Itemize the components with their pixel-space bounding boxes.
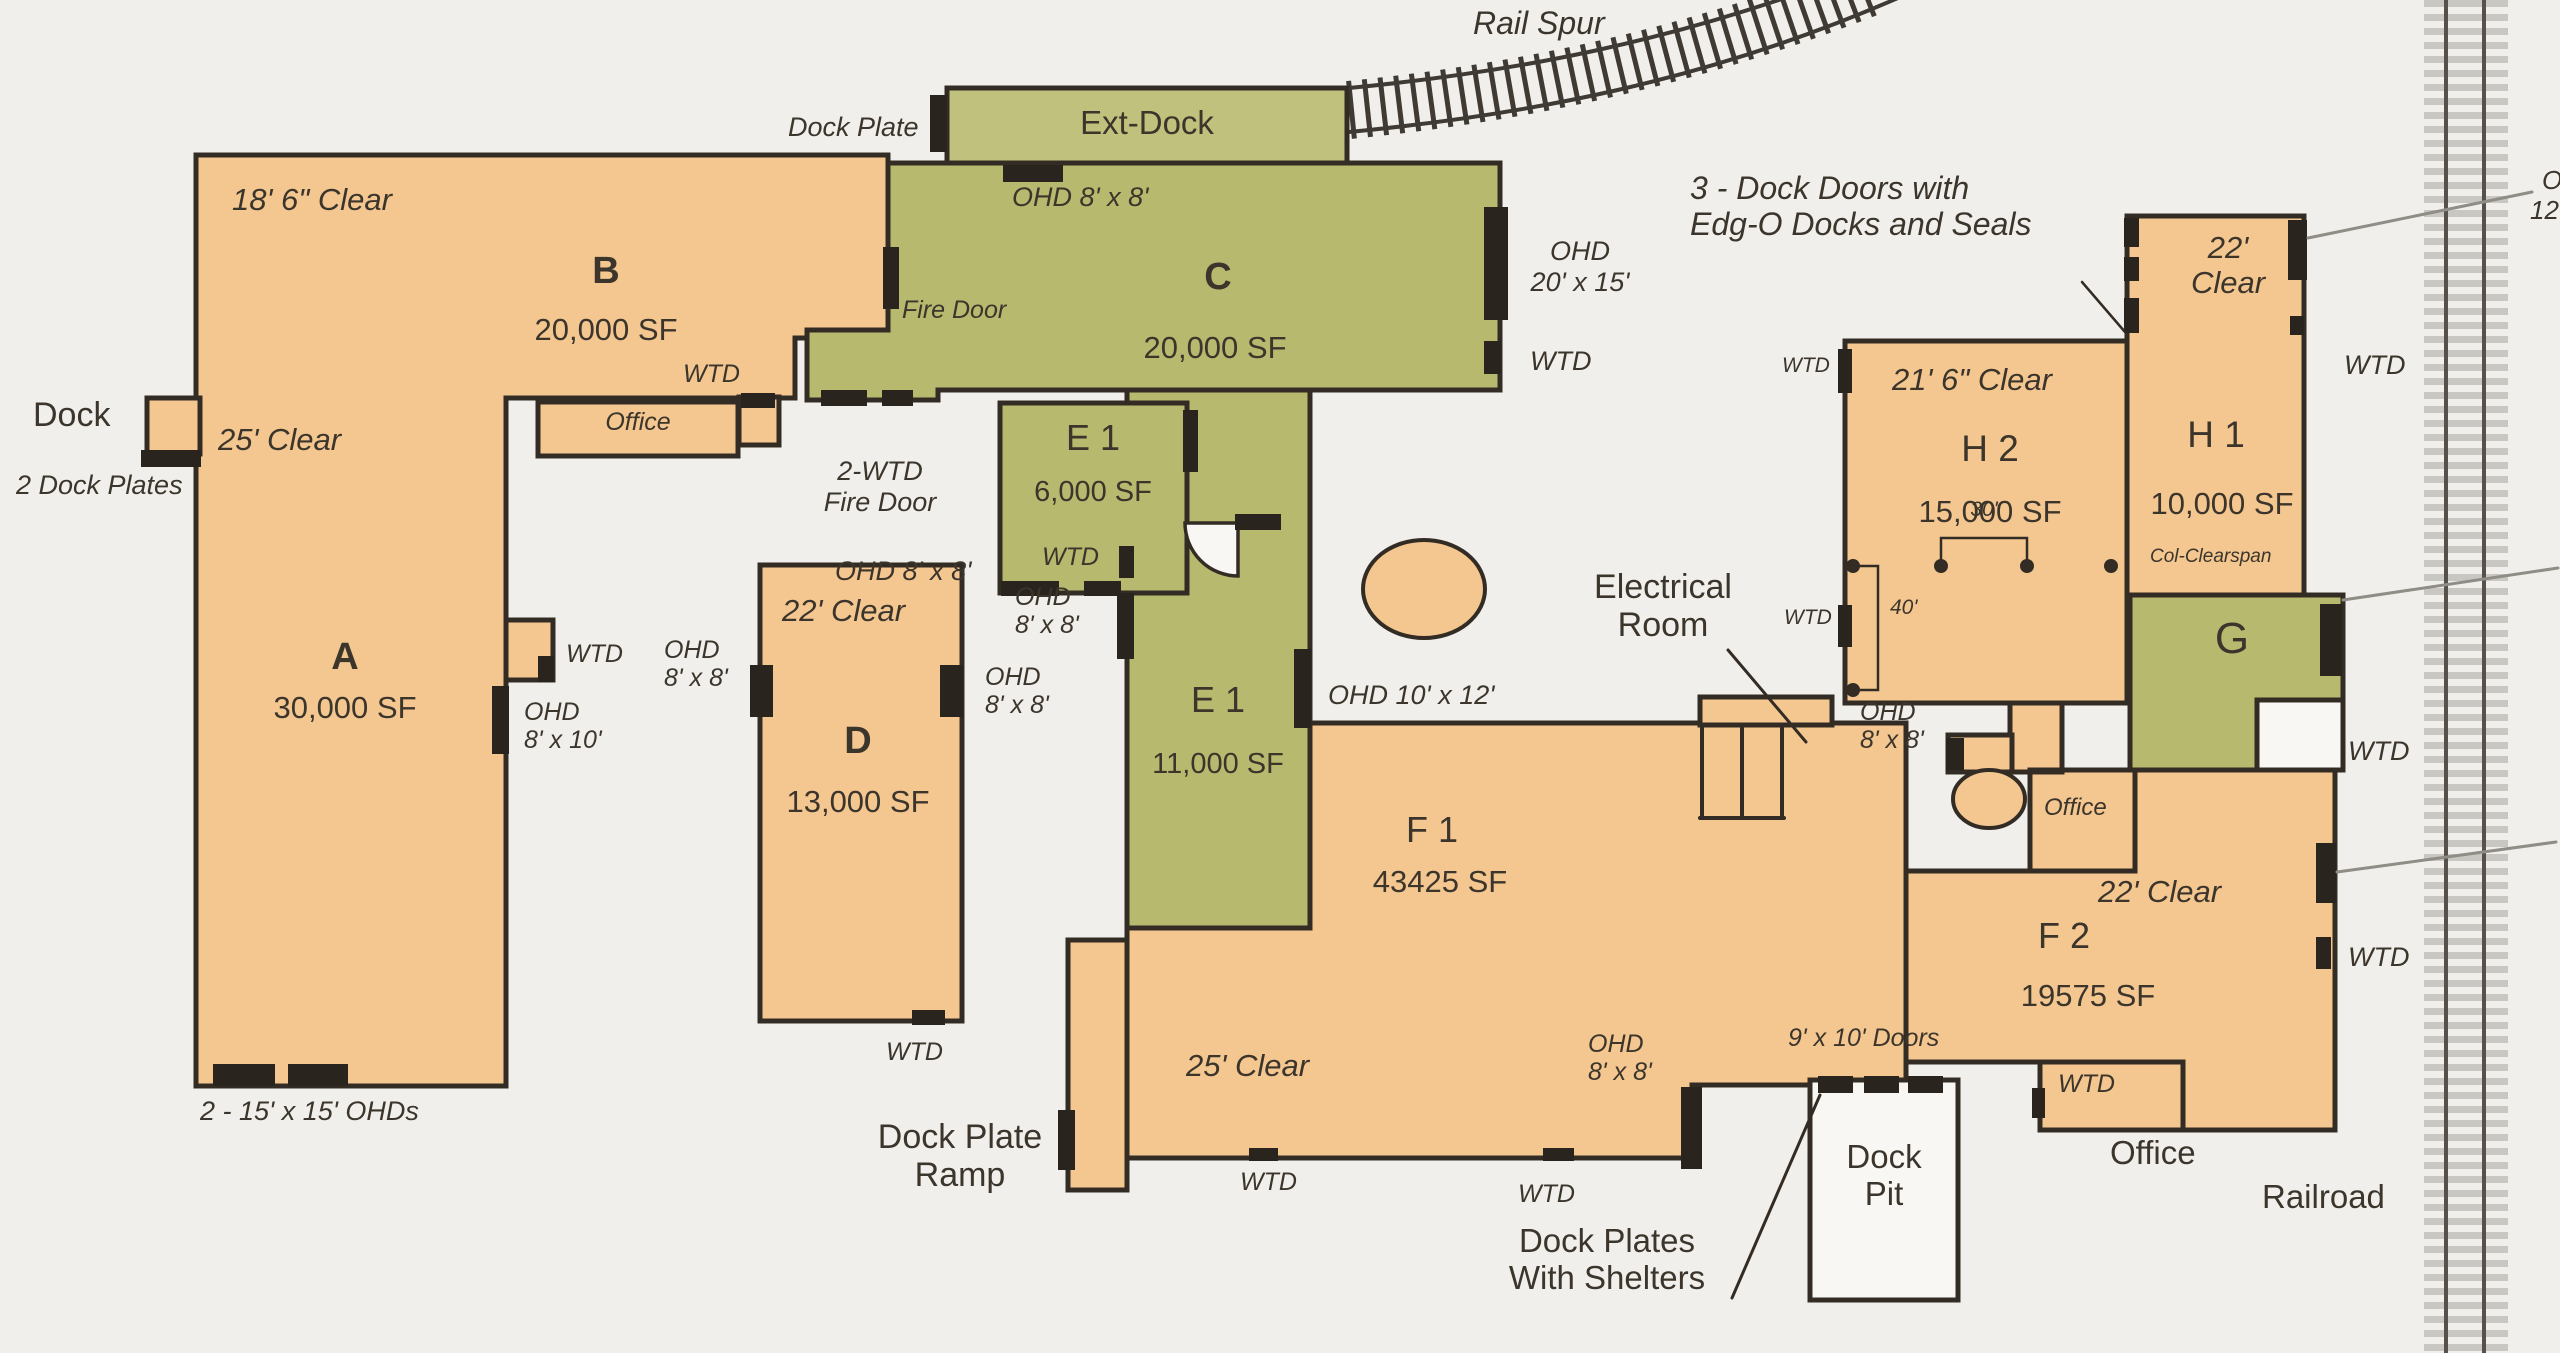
passage-h2-f2 — [2007, 697, 2065, 775]
railroad-track — [2424, 0, 2508, 1353]
building-e1-box — [997, 400, 1190, 596]
building-d — [757, 562, 965, 1024]
a-bump-wtd-mark — [538, 656, 554, 682]
column-oval-right — [1951, 768, 2027, 830]
shelters-leader — [1730, 1093, 1822, 1300]
dock-plates-bar — [141, 450, 201, 467]
d-left-door — [750, 665, 773, 717]
c-top-ohd-mark — [1003, 165, 1063, 182]
column-dot-2 — [2020, 559, 2034, 573]
f1-strip-wtd-mark — [1249, 1148, 1278, 1161]
e1box-right-door — [1183, 410, 1198, 472]
door-marks-layer — [141, 95, 2342, 1170]
ramp-left-door — [1058, 1110, 1075, 1170]
f2-right-ohd-mark — [2316, 843, 2336, 903]
c-right-ohd-mark — [1484, 207, 1508, 320]
d-bottom-door — [912, 1010, 945, 1025]
h1-right-door — [2290, 316, 2304, 335]
a-right-ohd-mark — [492, 686, 509, 754]
e1box-bottom-door-2 — [1084, 581, 1121, 596]
column-dot-1 — [1934, 559, 1948, 573]
column-dot-3 — [2104, 559, 2118, 573]
edge-leader-top — [2306, 190, 2534, 240]
annex-left-door — [2032, 1088, 2045, 1118]
d-right-door — [940, 665, 963, 717]
electrical-stub — [1697, 694, 1835, 728]
h1-left-door-2 — [2124, 257, 2139, 281]
office-b-wtd-mark — [741, 393, 775, 408]
building-h1 — [2124, 213, 2307, 598]
e1box-bottom-door-1 — [1001, 581, 1059, 596]
h1-left-door-3 — [2124, 298, 2139, 333]
a-ohd-mark-2 — [288, 1064, 348, 1086]
pit-door-2 — [1864, 1076, 1899, 1093]
column-oval-left — [1361, 538, 1487, 640]
h2-topleft-wtd-mark — [1838, 349, 1852, 393]
dock-protrusion — [144, 395, 203, 457]
f1-bottom-door — [1543, 1148, 1574, 1161]
edge-leader-low — [2335, 840, 2558, 874]
dock-doors-leader — [2080, 280, 2127, 334]
c-right-wtd-mark — [1484, 341, 1501, 374]
f2-protrusion-door — [1946, 738, 1964, 770]
edge-leader-mid — [2341, 566, 2560, 602]
electrical-leader — [1726, 648, 1808, 744]
wtd-annex-box — [2037, 1059, 2186, 1133]
office-f2-room — [2027, 767, 2138, 874]
ext-dock-strip — [944, 85, 1350, 168]
ramp-piece — [1065, 937, 1130, 1193]
dim-40-bracket — [1851, 564, 1880, 692]
e1col-right-ohd-mark — [1294, 649, 1311, 728]
door-arc — [1183, 521, 1240, 578]
f1-step-door — [1681, 1087, 1702, 1169]
corridor-bottom-door — [1235, 514, 1281, 530]
office-b-room — [535, 399, 741, 459]
annotation-lines-layer — [1698, 190, 2560, 1300]
rail-spur-track — [1346, 0, 1899, 139]
dim-30-bracket — [1939, 536, 2029, 566]
a-ohd-mark-1 — [213, 1064, 275, 1086]
dock-pit-box — [1807, 1077, 1961, 1303]
g-notch — [2254, 697, 2346, 773]
h1-left-door-1 — [2124, 218, 2139, 247]
c-wing-door-2 — [882, 390, 913, 406]
h1-topright-door — [2288, 220, 2307, 280]
e1col-ohd-mark — [1117, 593, 1134, 659]
h2-left-wtd-mark — [1838, 605, 1852, 647]
building-g — [2127, 592, 2346, 773]
pit-door-1 — [1818, 1076, 1853, 1093]
pit-door-3 — [1908, 1076, 1943, 1093]
g-right-door — [2320, 604, 2342, 676]
building-h2 — [1842, 338, 2130, 706]
f2-right-wtd-mark — [2316, 937, 2331, 969]
e1col-wtd-mark — [1119, 546, 1134, 578]
fire-door-mark-bc — [883, 247, 899, 309]
buildings-layer — [144, 85, 2346, 1303]
c-wing-door-1 — [821, 390, 867, 406]
building-c — [804, 160, 1503, 403]
ext-dock-plate-mark — [930, 95, 947, 152]
